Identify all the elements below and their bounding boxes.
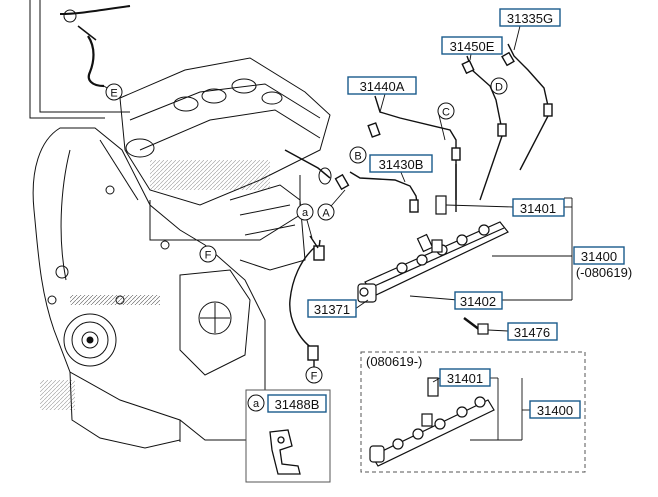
fuel-rail-inset bbox=[369, 377, 495, 467]
part-label-31401-top: 31401 bbox=[512, 198, 565, 217]
svg-text:F: F bbox=[311, 371, 318, 383]
callout-c: C bbox=[437, 102, 455, 120]
part-labels: 31335G 31450E 31440A 31430B 31401 31400 … bbox=[267, 8, 632, 419]
callout-f-engine: F bbox=[199, 245, 217, 263]
inset-box-080619 bbox=[360, 351, 586, 473]
svg-text:31476: 31476 bbox=[514, 325, 550, 340]
svg-text:31450E: 31450E bbox=[450, 39, 495, 54]
callout-e: E bbox=[105, 83, 123, 101]
svg-text:B: B bbox=[354, 151, 361, 163]
svg-text:D: D bbox=[495, 82, 503, 94]
engine-block-illustration bbox=[29, 0, 332, 449]
part-label-31402: 31402 bbox=[454, 291, 503, 310]
fuel-line-31335g bbox=[507, 43, 549, 116]
part-label-31335g: 31335G bbox=[499, 8, 561, 27]
svg-text:31440A: 31440A bbox=[360, 79, 405, 94]
callout-b: B bbox=[349, 146, 367, 164]
svg-text:31488B: 31488B bbox=[275, 397, 320, 412]
svg-text:E: E bbox=[110, 88, 117, 100]
fuel-rail-top bbox=[357, 195, 509, 335]
bracket-31488b-illustration bbox=[269, 429, 301, 475]
svg-text:31400: 31400 bbox=[581, 249, 617, 264]
callout-f-line: F bbox=[305, 366, 323, 384]
fuel-lines bbox=[289, 43, 553, 368]
svg-text:31430B: 31430B bbox=[379, 157, 424, 172]
svg-text:31402: 31402 bbox=[460, 294, 496, 309]
part-label-31400-top: 31400 (-080619) bbox=[573, 246, 632, 280]
part-label-31401-inset: 31401 bbox=[439, 368, 491, 387]
svg-text:31400: 31400 bbox=[537, 403, 573, 418]
svg-text:A: A bbox=[322, 208, 330, 220]
fuel-line-31371 bbox=[289, 245, 317, 349]
part-label-31371: 31371 bbox=[307, 299, 357, 318]
part-label-31440a: 31440A bbox=[347, 76, 417, 95]
svg-text:31335G: 31335G bbox=[507, 11, 553, 26]
svg-text:a: a bbox=[302, 207, 309, 219]
svg-text:31371: 31371 bbox=[314, 302, 350, 317]
part-label-31450e: 31450E bbox=[441, 36, 503, 55]
svg-text:31401: 31401 bbox=[447, 371, 483, 386]
callout-a-box: a bbox=[247, 394, 265, 412]
svg-text:a: a bbox=[253, 398, 260, 410]
svg-text:31401: 31401 bbox=[520, 201, 556, 216]
part-label-31400-inset: 31400 bbox=[529, 400, 581, 419]
callout-a-lower: a bbox=[296, 203, 314, 221]
callout-d: D bbox=[490, 77, 508, 95]
callout-circles: E C D B a A F F a bbox=[105, 77, 508, 412]
part-label-31430b: 31430B bbox=[369, 154, 433, 173]
inset-date-note: (080619-) bbox=[366, 354, 422, 369]
part-label-31476: 31476 bbox=[507, 322, 558, 341]
svg-text:F: F bbox=[205, 250, 212, 262]
part-label-31488b: 31488B bbox=[267, 394, 327, 413]
callout-a-upper: A bbox=[317, 203, 335, 221]
fuel-line-31430b bbox=[349, 171, 419, 211]
svg-text:C: C bbox=[442, 107, 450, 119]
svg-text:(-080619): (-080619) bbox=[576, 265, 632, 280]
